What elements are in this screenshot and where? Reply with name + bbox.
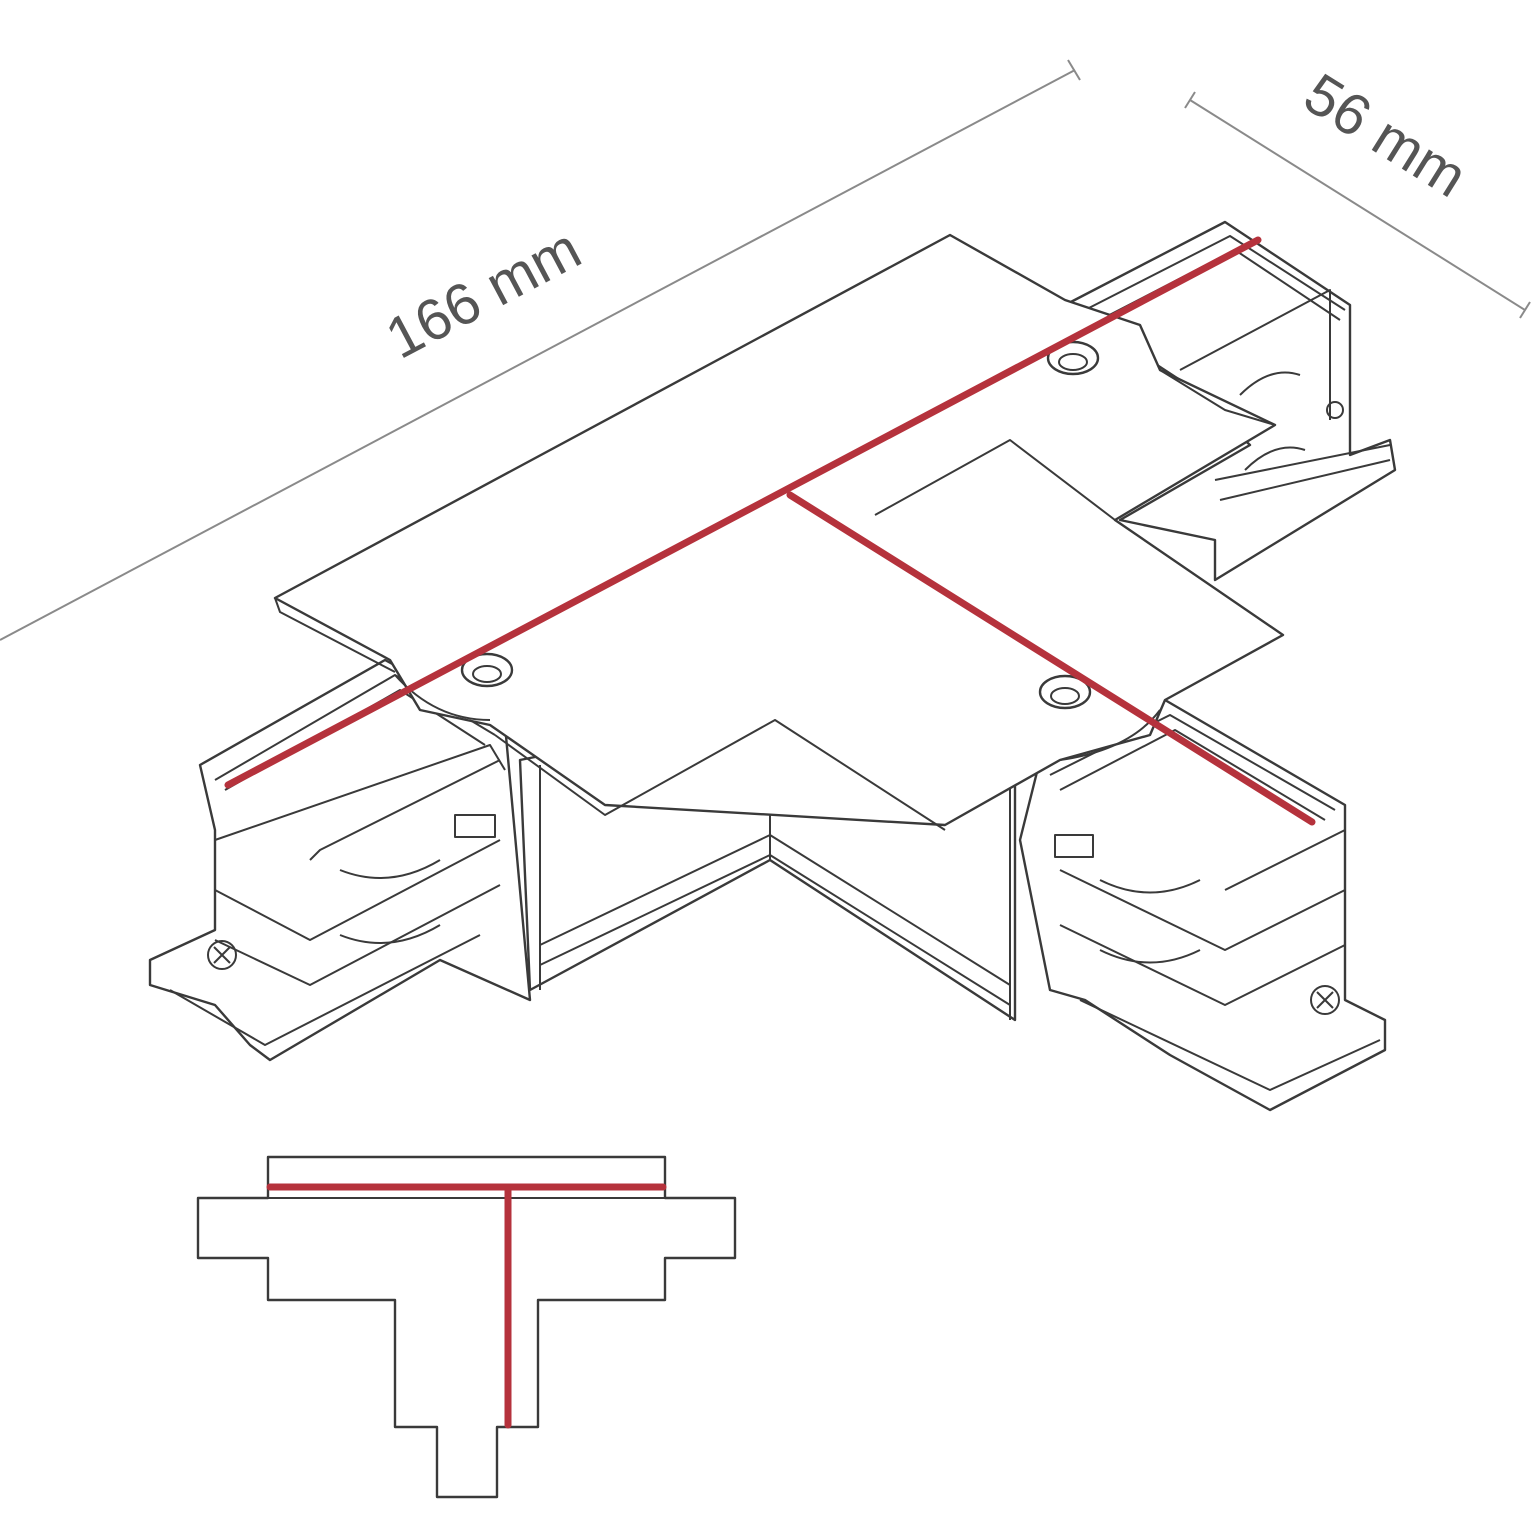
conductor-path [224, 236, 1316, 826]
width-dimension-label: 56 mm [1293, 61, 1478, 210]
mounting-holes [460, 340, 1100, 710]
conductor-branch-line [786, 491, 1316, 826]
right-track-arm [1018, 698, 1387, 1112]
left-track-arm [148, 658, 532, 1062]
conductor-main-line [224, 236, 1262, 789]
isometric-t-connector [148, 220, 1397, 1112]
length-dimension-label: 166 mm [376, 216, 592, 372]
top-view-schematic [196, 1155, 737, 1499]
